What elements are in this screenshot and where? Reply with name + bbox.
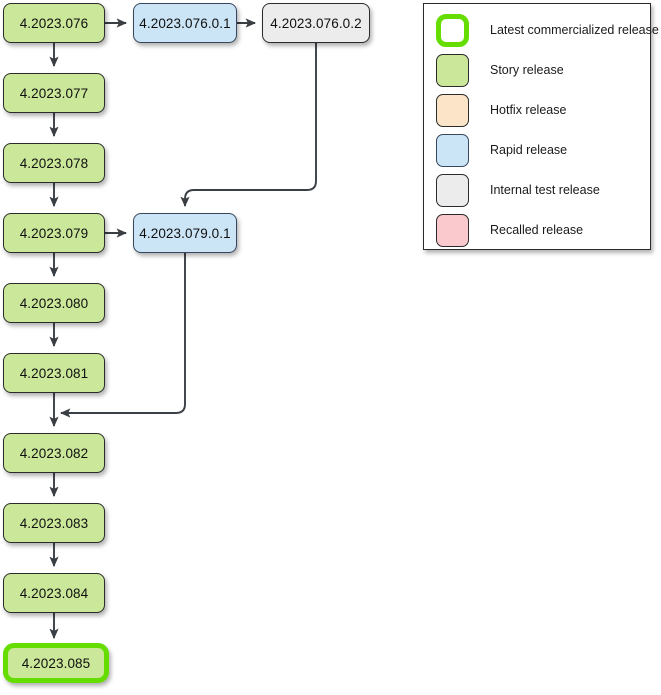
release-node-label: 4.2023.079 — [19, 225, 89, 241]
legend-swatch-internal-icon — [436, 173, 469, 207]
legend-swatch-hotfix-icon — [436, 93, 469, 127]
release-node-label: 4.2023.078 — [19, 155, 89, 171]
release-node-4.2023.085[interactable]: 4.2023.085 — [3, 643, 109, 683]
legend-swatch-latest-icon — [436, 13, 469, 47]
release-node-label: 4.2023.084 — [19, 585, 89, 601]
legend-item-internal: Internal test release — [436, 170, 640, 210]
release-node-label: 4.2023.076.0.1 — [139, 15, 231, 31]
legend-swatch-story-icon — [436, 53, 469, 87]
release-node-4.2023.084[interactable]: 4.2023.084 — [3, 573, 105, 613]
release-node-4.2023.083[interactable]: 4.2023.083 — [3, 503, 105, 543]
release-node-label: 4.2023.079.0.1 — [139, 225, 231, 241]
release-node-label: 4.2023.076.0.2 — [270, 15, 362, 31]
edge-076.0.2-079.0.1 — [180, 43, 317, 208]
legend-swatch-rapid-icon — [436, 133, 469, 167]
legend-item-label: Hotfix release — [490, 103, 567, 117]
legend-item-label: Story release — [490, 63, 564, 77]
release-node-4.2023.078[interactable]: 4.2023.078 — [3, 143, 105, 183]
legend-item-hotfix: Hotfix release — [436, 90, 640, 130]
edge-079.0.1-082 — [59, 253, 186, 418]
release-node-4.2023.079.0.1[interactable]: 4.2023.079.0.1 — [133, 213, 237, 253]
release-node-label: 4.2023.085 — [21, 655, 91, 671]
legend-item-label: Rapid release — [490, 143, 568, 157]
legend-item-latest: Latest commercialized release — [436, 10, 659, 50]
legend-panel: Latest commercialized release Story rele… — [423, 3, 659, 250]
release-node-4.2023.076[interactable]: 4.2023.076 — [3, 3, 105, 43]
release-node-4.2023.080[interactable]: 4.2023.080 — [3, 283, 105, 323]
release-node-4.2023.076.0.1[interactable]: 4.2023.076.0.1 — [133, 3, 237, 43]
release-node-4.2023.081[interactable]: 4.2023.081 — [3, 353, 105, 393]
legend-item-label: Recalled release — [490, 223, 584, 237]
legend-item-label: Latest commercialized release — [490, 23, 659, 37]
release-node-4.2023.076.0.2[interactable]: 4.2023.076.0.2 — [262, 3, 370, 43]
release-node-label: 4.2023.081 — [19, 365, 89, 381]
release-node-4.2023.082[interactable]: 4.2023.082 — [3, 433, 105, 473]
legend-item-rapid: Rapid release — [436, 130, 640, 170]
release-node-label: 4.2023.077 — [19, 85, 89, 101]
release-node-label: 4.2023.076 — [19, 15, 89, 31]
legend-item-label: Internal test release — [490, 183, 600, 197]
legend-item-story: Story release — [436, 50, 640, 90]
legend-swatch-recalled-icon — [436, 213, 469, 247]
release-node-4.2023.077[interactable]: 4.2023.077 — [3, 73, 105, 113]
legend-item-recalled: Recalled release — [436, 210, 640, 250]
release-node-label: 4.2023.080 — [19, 295, 89, 311]
release-node-label: 4.2023.083 — [19, 515, 89, 531]
release-node-label: 4.2023.082 — [19, 445, 89, 461]
release-node-4.2023.079[interactable]: 4.2023.079 — [3, 213, 105, 253]
